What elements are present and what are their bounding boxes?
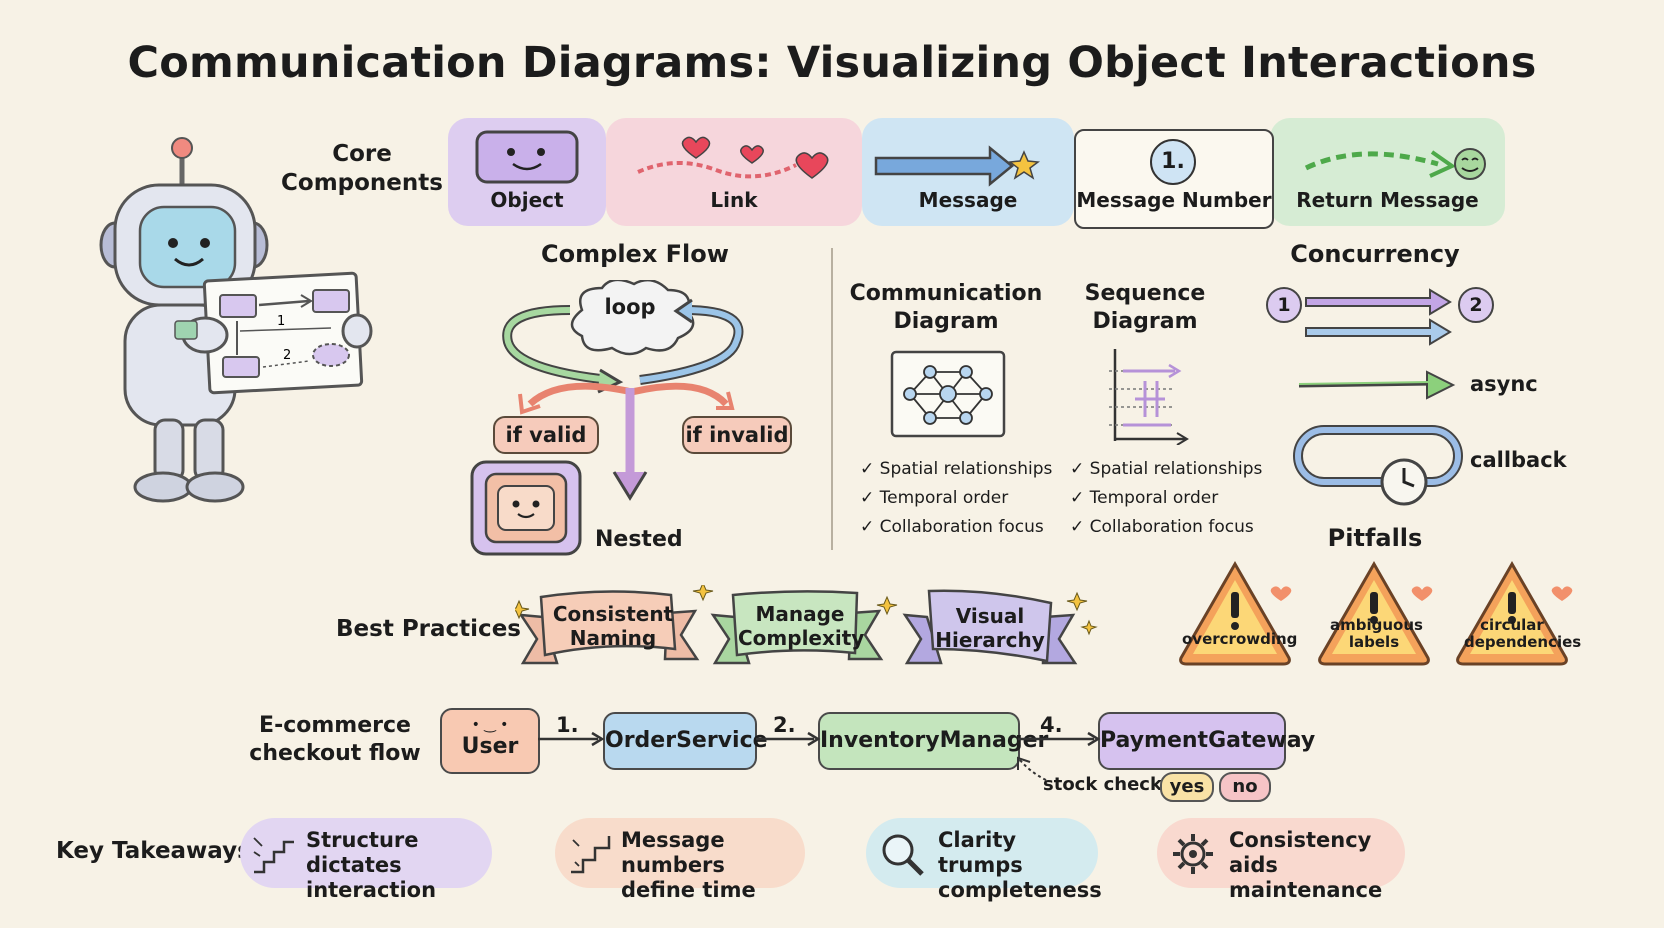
pitfall-overcrowding: overcrowding: [1182, 630, 1298, 648]
if-invalid-pill: if invalid: [682, 416, 792, 454]
object-icon: [475, 130, 579, 184]
check-icon: ✓: [860, 459, 880, 479]
seq-check-1: ✓ Spatial relationships: [1070, 459, 1263, 479]
stairs-icon: [571, 836, 611, 874]
callback-loop-icon: [1293, 425, 1463, 506]
core-link-label: Link: [710, 188, 758, 212]
stairs-icon: [253, 837, 294, 874]
message-arrow-icon: [874, 145, 1040, 187]
svg-text:1: 1: [277, 314, 285, 329]
comm-check-1: ✓ Spatial relationships: [860, 459, 1053, 479]
node-order-service: OrderService: [603, 712, 768, 770]
concurrency-title: Concurrency: [1290, 240, 1460, 268]
comm-checklist: ✓ Spatial relationships ✓ Temporal order…: [860, 455, 1052, 542]
warning-icon: [1179, 560, 1292, 666]
seq-check-3: ✓ Collaboration focus: [1070, 517, 1254, 537]
yes-pill: yes: [1160, 772, 1214, 802]
core-message-label: Message: [918, 188, 1018, 212]
concurrency-arrows: [1305, 288, 1452, 346]
async-label: async: [1470, 372, 1538, 396]
core-object-label: Object: [490, 188, 564, 212]
link-icon: [637, 136, 829, 179]
step-2-label: 2.: [773, 713, 796, 737]
key-takeaways-label: Key Takeaways: [56, 838, 251, 864]
banner-consistent-naming: [518, 590, 700, 665]
check-icon: ✓: [1070, 517, 1090, 537]
stock-check-label: stock check?: [1043, 774, 1173, 795]
check-icon: ✓: [860, 488, 880, 508]
warning-icon: [1456, 560, 1573, 666]
callback-label: callback: [1470, 448, 1567, 472]
gear-icon: [1173, 834, 1213, 874]
banner-visual-hierarchy: [902, 589, 1078, 665]
seq-checklist: ✓ Spatial relationships ✓ Temporal order…: [1070, 455, 1262, 542]
sequence-diagram-icon: [1109, 349, 1189, 445]
best-practices-label: Best Practices: [336, 616, 521, 642]
ecommerce-arrows: [538, 731, 1101, 781]
node-inventory-manager: InventoryManager: [818, 712, 1048, 770]
concurrency-badge-1: 1: [1266, 287, 1302, 323]
pitfall-circular-dependencies: circular dependencies: [1464, 616, 1582, 651]
node-payment-gateway: PaymentGateway: [1098, 712, 1315, 770]
no-pill: no: [1219, 772, 1271, 802]
step-4-label: 4.: [1040, 713, 1063, 737]
seq-check-2: ✓ Temporal order: [1070, 488, 1219, 508]
check-icon: ✓: [1070, 488, 1090, 508]
complex-flow-title: Complex Flow: [541, 240, 729, 268]
step-1-label: 1.: [556, 713, 579, 737]
robot-illustration: 1 2: [99, 137, 373, 503]
page-title: Communication Diagrams: Visualizing Obje…: [127, 38, 1537, 88]
message-number-badge: 1.: [1150, 139, 1196, 185]
async-arrow: [1298, 370, 1456, 400]
svg-text:2: 2: [283, 348, 291, 363]
core-return-message-label: Return Message: [1296, 188, 1479, 212]
communication-diagram-icon: [890, 350, 1006, 438]
banner-manage-complexity: [710, 590, 884, 665]
nested-label: Nested: [595, 527, 683, 552]
check-icon: ✓: [860, 517, 880, 537]
warning-icon: [1318, 560, 1433, 666]
if-valid-pill: if valid: [493, 416, 599, 454]
node-user: • ‿ • User: [440, 708, 540, 774]
core-components-label: Core Components: [281, 141, 443, 196]
pitfalls-title: Pitfalls: [1327, 524, 1423, 552]
concurrency-badge-2: 2: [1458, 287, 1494, 323]
best-practice-banners: [515, 585, 1098, 665]
check-icon: ✓: [1070, 459, 1090, 479]
magnifier-icon: [882, 834, 924, 876]
complex-flow-diagram: [470, 280, 744, 556]
comm-check-3: ✓ Collaboration focus: [860, 517, 1044, 537]
loop-label: loop: [604, 295, 656, 319]
pitfall-ambiguous-labels: ambiguous labels: [1330, 616, 1423, 651]
smiley-icon: • ‿ •: [471, 717, 509, 733]
return-message-icon: [1304, 148, 1486, 180]
section-divider: [831, 248, 833, 550]
core-message-number-label: Message Number: [1076, 188, 1272, 212]
comm-check-2: ✓ Temporal order: [860, 488, 1009, 508]
